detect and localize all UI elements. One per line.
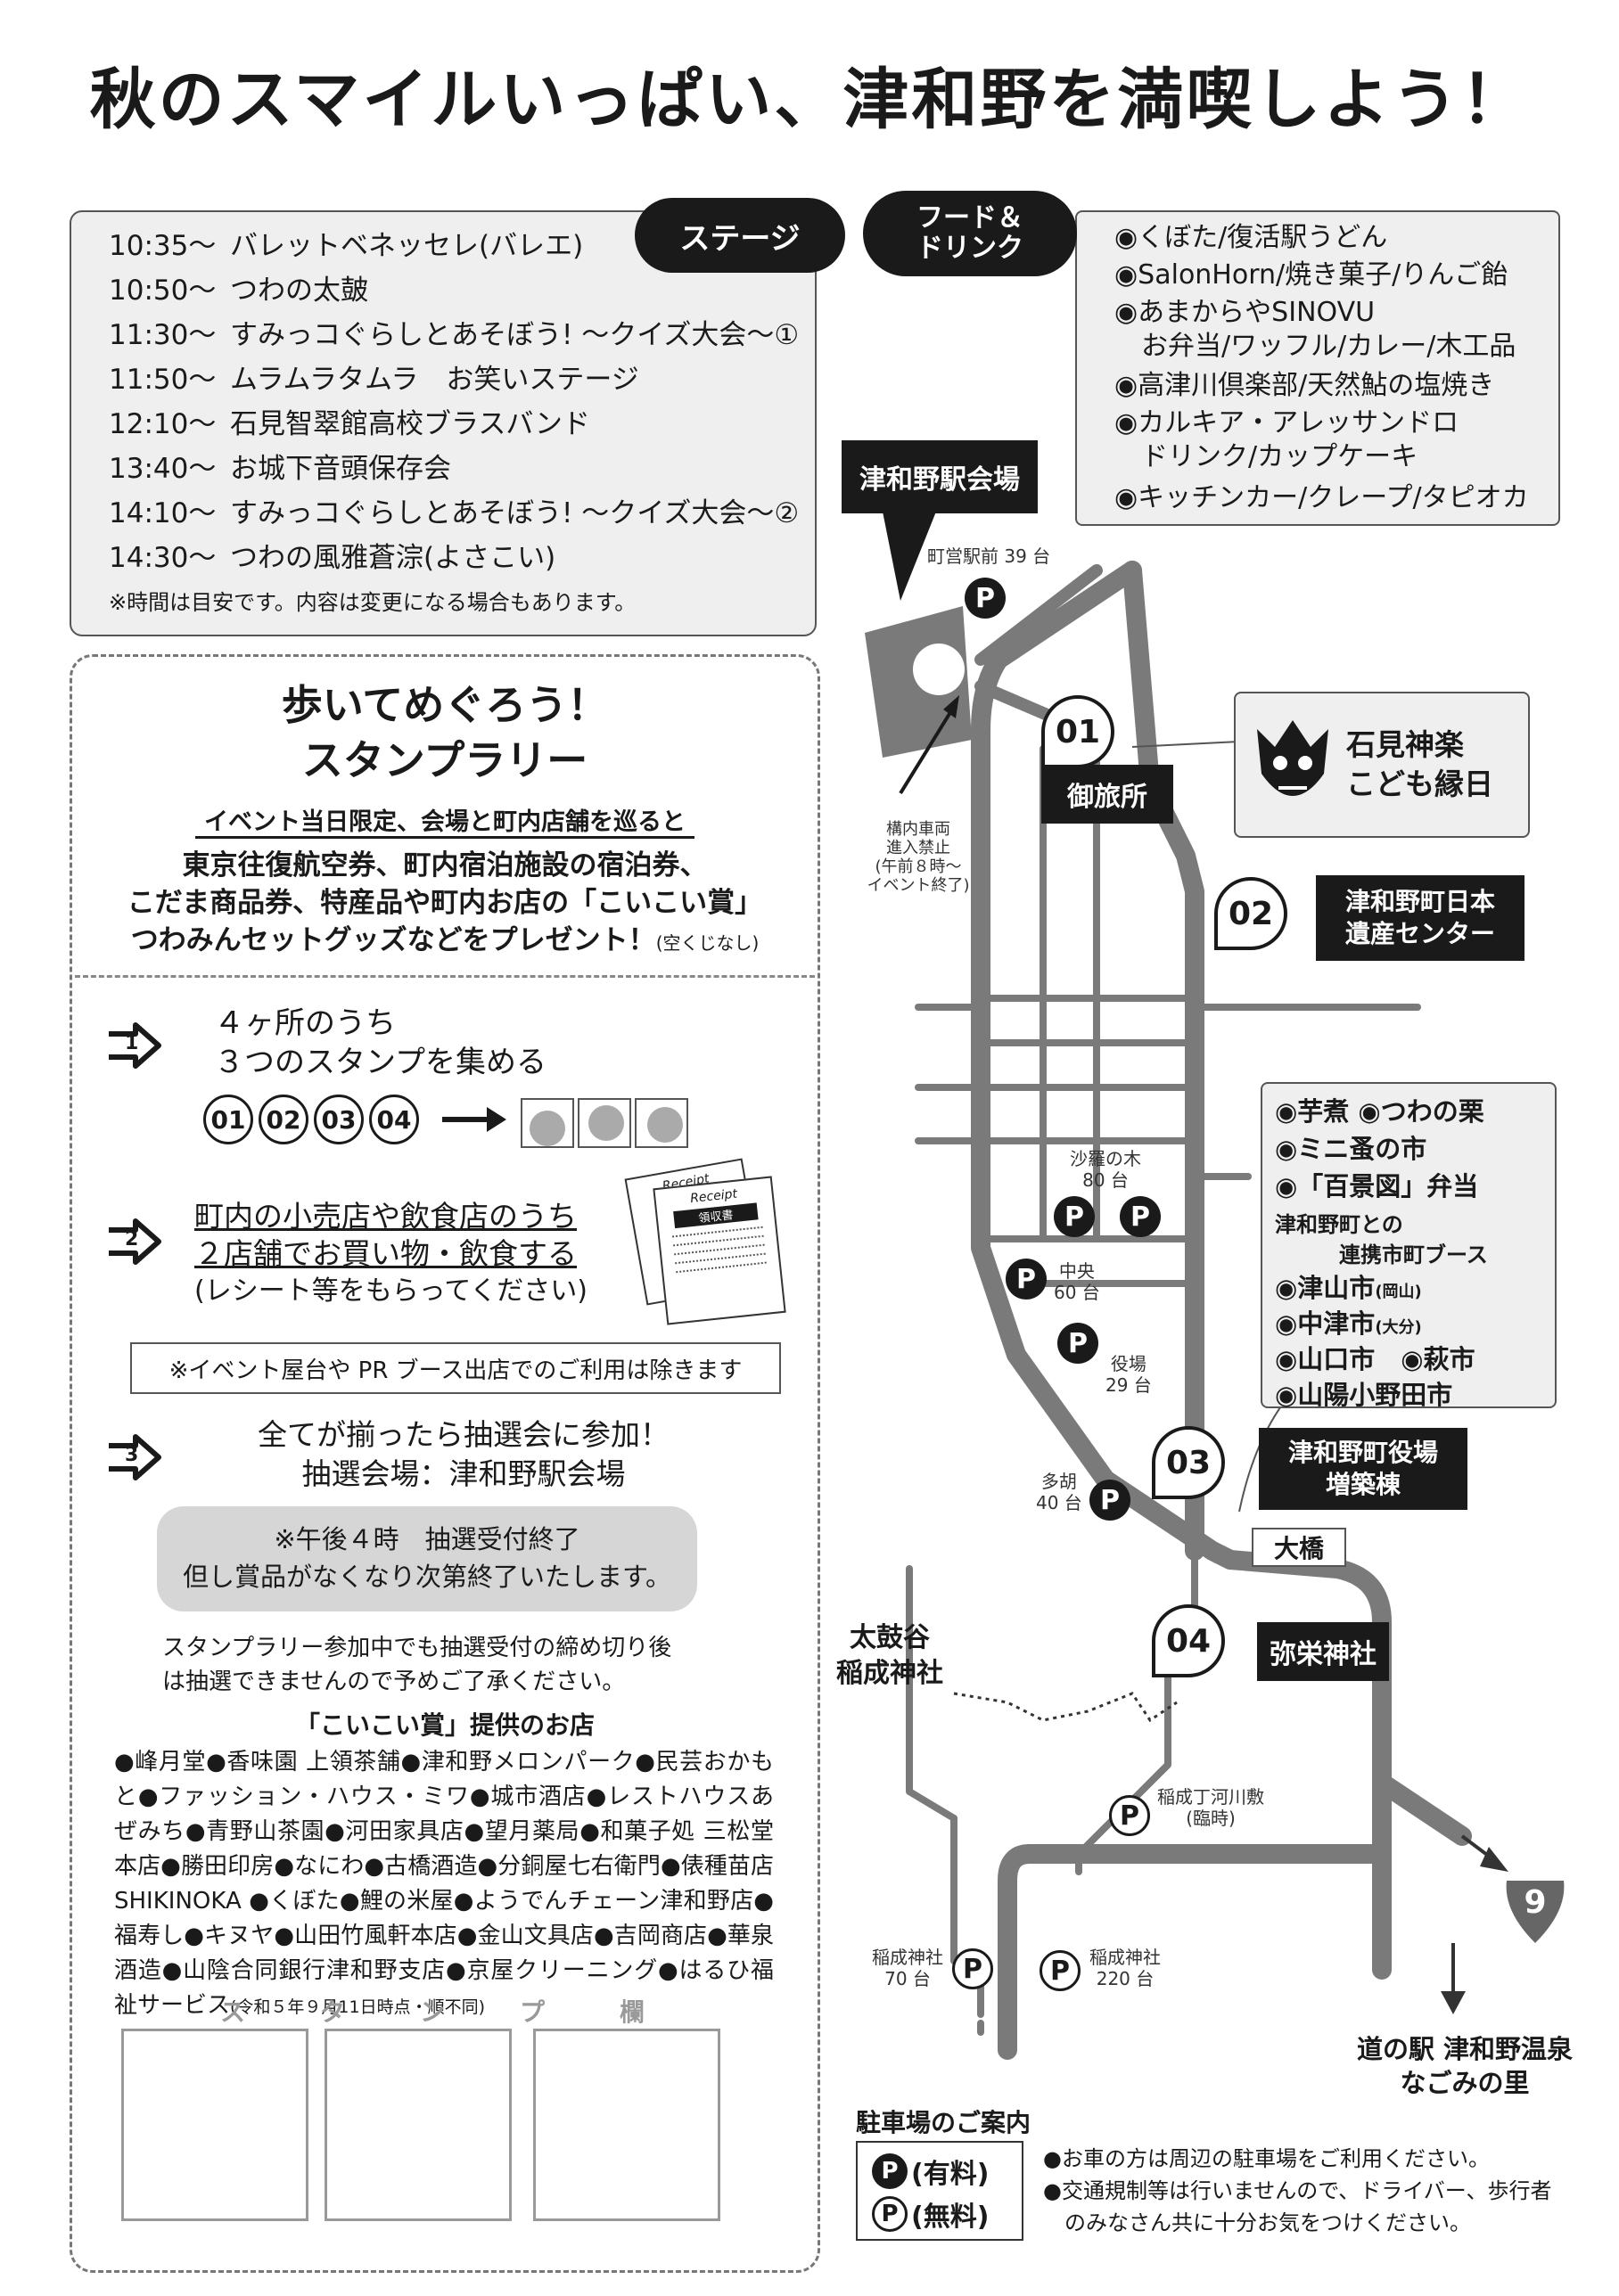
stage-row: 13:40～お城下音頭保存会 <box>109 453 451 485</box>
step-arrow-icon <box>109 1218 161 1265</box>
stamp-number-row: 01 02 03 04 <box>203 1095 419 1144</box>
parking-inari220-label: 稲成神社 220 台 <box>1089 1947 1161 1989</box>
page-title: 秋のスマイルいっぱい、津和野を満喫しよう！ <box>89 62 1530 138</box>
parking-free-icon: P <box>872 2196 908 2232</box>
rally-subtitle: イベント当日限定、会場と町内店舗を巡ると <box>70 802 820 839</box>
parking-free-icon: P <box>1040 1950 1081 1991</box>
stamp-square <box>578 1098 631 1148</box>
stamp-box <box>533 2029 720 2221</box>
route-number: 9 <box>1524 1884 1547 1921</box>
stamp-number: 02 <box>259 1095 308 1144</box>
booth-box: ◉芋煮 ◉つわの栗 ◉ミニ蚤の市 ◉「百景図」弁当 津和野町との 連携市町ブース… <box>1261 1082 1557 1410</box>
stage-row: 14:10～すみっコぐらしとあそぼう! ～クイズ大会～② <box>109 497 800 529</box>
step-arrow-icon <box>109 1434 161 1480</box>
kagura-callout: 石見神楽こども縁日 <box>1234 692 1530 838</box>
parking-yakuba-label: 役場 29 台 <box>1105 1353 1152 1396</box>
parking-legend: P (有料) P (無料) <box>856 2141 1023 2241</box>
rally-title: 歩いてめぐろう！スタンプラリー <box>281 681 609 784</box>
caution-text: スタンプラリー参加中でも抽選受付の締め切り後は抽選できませんので予めご了承くださ… <box>162 1635 672 1695</box>
stamp-number: 03 <box>314 1095 364 1144</box>
food-item: ◉くぼた/復活駅うどん <box>1114 222 1388 253</box>
stamp-rally-box <box>70 654 820 2273</box>
food-item: お弁当/ワッフル/カレー/木工品 <box>1114 331 1516 362</box>
rally-prizes: 東京往復航空券、町内宿泊施設の宿泊券、 こだま商品券、特産品や町内お店の「こいこ… <box>127 849 763 956</box>
parking-paid-icon: P <box>965 578 1006 619</box>
food-item: ドリンク/カップケーキ <box>1114 441 1418 472</box>
parking-station-label: 町営駅前 39 台 <box>927 545 1051 567</box>
parking-paid-icon: P <box>1089 1480 1130 1521</box>
stamp-square <box>635 1098 688 1148</box>
michinoeki-label: 道の駅 津和野温泉なごみの里 <box>1356 2034 1574 2098</box>
step-number: 1 <box>125 1032 139 1054</box>
food-item: ◉SalonHorn/焼き菓子/りんご飴 <box>1114 259 1508 291</box>
step-number: 3 <box>125 1444 139 1466</box>
station-venue-label: 津和野駅会場 <box>842 440 1038 513</box>
stage-row: 14:30～つわの風雅蒼淙(よさこい) <box>109 542 556 574</box>
station-building-icon <box>913 644 965 695</box>
parking-kawara-label: 稲成丁河川敷 (臨時) <box>1157 1786 1264 1829</box>
food-item: ◉あまからやSINOVU <box>1114 297 1376 328</box>
step-number: 2 <box>125 1228 139 1250</box>
heritage-center-label: 津和野町日本遺産センター <box>1316 875 1524 961</box>
stamp-point-03[interactable]: 03 <box>1152 1426 1225 1499</box>
parking-sara-label: 沙羅の木 80 台 <box>1070 1148 1141 1191</box>
food-tag: フード＆ドリンク <box>863 191 1077 276</box>
taikodani-label: 太鼓谷稲成神社 <box>836 1622 943 1689</box>
step-arrow-icon <box>109 1022 161 1069</box>
parking-notes: ●お車の方は周辺の駐車場をご利用ください。 ●交通規制等は行いませんので、ドライ… <box>1043 2146 1552 2235</box>
stage-row: 11:30～すみっコぐらしとあそぼう! ～クイズ大会～① <box>109 319 800 351</box>
step3-text: 全てが揃ったら抽選会に参加！抽選会場：津和野駅会場 <box>258 1417 670 1491</box>
parking-tako-label: 多胡 40 台 <box>1036 1471 1082 1513</box>
food-item: ◉カルキア・アレッサンドロ <box>1114 407 1459 439</box>
callout-pointer <box>883 512 936 601</box>
stamp-number: 04 <box>369 1095 419 1144</box>
parking-paid-icon: P <box>1006 1259 1047 1300</box>
stamp-point-02[interactable]: 02 <box>1214 877 1287 950</box>
stamp-box <box>121 2029 308 2221</box>
shops-title: 「こいこい賞」提供のお店 <box>294 1710 595 1740</box>
stage-note: ※時間は目安です。内容は変更になる場合もあります。 <box>109 590 637 615</box>
right-arrow-icon <box>442 1107 506 1132</box>
receipt-icon: Receipt 領収書 <box>653 1176 786 1325</box>
food-item: ◉キッチンカー/クレープ/タピオカ <box>1114 482 1529 513</box>
stamp-square <box>521 1098 574 1148</box>
route-9-shield-icon <box>1506 1881 1565 1943</box>
kagura-mask-icon <box>1257 720 1328 796</box>
town-office-label: 津和野町役場増築棟 <box>1259 1428 1467 1510</box>
ohashi-bridge-label: 大橋 <box>1252 1528 1346 1567</box>
stamp-area-label: ス タ ン プ 欄 <box>219 1997 670 2027</box>
collected-stamps <box>521 1098 688 1148</box>
food-drink-box: ◉くぼた/復活駅うどん ◉SalonHorn/焼き菓子/りんご飴 ◉あまからやS… <box>1075 210 1560 526</box>
divider <box>75 975 815 978</box>
parking-paid-icon: P <box>1054 1196 1095 1237</box>
stamp-number: 01 <box>203 1095 253 1144</box>
parking-inari70-label: 稲成神社 70 台 <box>872 1947 943 1989</box>
deadline-box: ※午後４時 抽選受付終了但し賞品がなくなり次第終了いたします。 <box>157 1506 697 1611</box>
step2-text: 町内の小売店や飲食店のうち ２店舗でお買い物・飲食する (レシート等をもらってく… <box>194 1199 588 1307</box>
parking-chuo-label: 中央 60 台 <box>1054 1260 1100 1303</box>
parking-free-icon: P <box>1109 1795 1150 1836</box>
parking-paid-icon: P <box>872 2153 908 2189</box>
stamp-point-01[interactable]: 01 <box>1041 695 1114 768</box>
stage-row: 10:35～バレットベネッセレ(バレエ) <box>109 230 584 262</box>
stage-schedule-box: 10:35～バレットベネッセレ(バレエ) 10:50～つわの太皷 11:30～す… <box>70 210 817 636</box>
food-item: ◉高津川倶楽部/天然鮎の塩焼き <box>1114 370 1495 401</box>
parking-free-icon: P <box>952 1948 993 1989</box>
parking-paid-icon: P <box>1057 1323 1098 1364</box>
stage-row: 11:50～ムラムラタムラ お笑いステージ <box>109 364 639 396</box>
otabisho-label: 御旅所 <box>1041 765 1173 824</box>
stamp-box <box>325 2029 512 2221</box>
stage-row: 10:50～つわの太皷 <box>109 275 368 307</box>
yasaka-shrine-label: 弥栄神社 <box>1257 1622 1389 1681</box>
parking-guide-title: 駐車場のご案内 <box>856 2108 1031 2137</box>
exclusion-note: ※イベント屋台や PR ブース出店でのご利用は除きます <box>130 1342 781 1394</box>
no-entry-note: 構内車両 進入禁止 (午前８時～ イベント終了) <box>867 820 970 895</box>
stamp-point-04[interactable]: 04 <box>1152 1604 1225 1677</box>
stage-tag: ステージ <box>635 198 845 273</box>
shops-list: ●峰月堂●香味園 上領茶舗●津和野メロンパーク●民芸おかもと●ファッション・ハウ… <box>114 1749 774 2019</box>
parking-paid-icon: P <box>1120 1196 1161 1237</box>
stage-row: 12:10～石見智翠館高校ブラスバンド <box>109 408 590 440</box>
